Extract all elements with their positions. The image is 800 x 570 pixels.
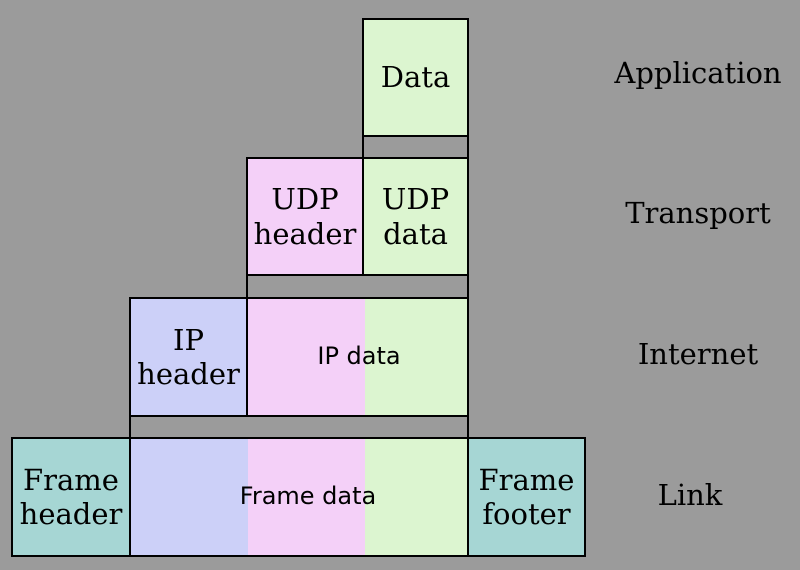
layer-label-transport: Transport: [625, 196, 771, 230]
frame-footer-box: Frame footer: [467, 437, 586, 557]
frame-header-box: Frame header: [11, 437, 131, 557]
application-data-box: Data: [362, 18, 469, 137]
connector-line: [246, 276, 248, 298]
layer-label-link: Link: [657, 478, 723, 512]
frame-data-label: Frame data: [239, 482, 377, 510]
layer-label-application: Application: [614, 56, 782, 90]
frame-header-label: Frame header: [19, 462, 123, 531]
application-data-label: Data: [380, 60, 451, 95]
frame-data-box: [129, 437, 469, 557]
ip-header-box: IP header: [129, 297, 248, 417]
connector-line: [467, 417, 469, 438]
ip-header-label: IP header: [137, 322, 240, 391]
frame-footer-label: Frame footer: [478, 462, 575, 531]
connector-line: [362, 137, 364, 159]
ip-data-label: IP data: [317, 342, 401, 370]
udp-header-box: UDP header: [246, 157, 364, 276]
layer-label-internet: Internet: [637, 337, 759, 371]
connector-line: [467, 137, 469, 159]
udp-header-label: UDP header: [253, 182, 357, 251]
connector-line: [129, 417, 131, 438]
udp-data-label: UDP data: [381, 182, 450, 251]
connector-line: [467, 276, 469, 298]
udp-data-box: UDP data: [362, 157, 469, 276]
ip-data-box: [246, 297, 469, 417]
